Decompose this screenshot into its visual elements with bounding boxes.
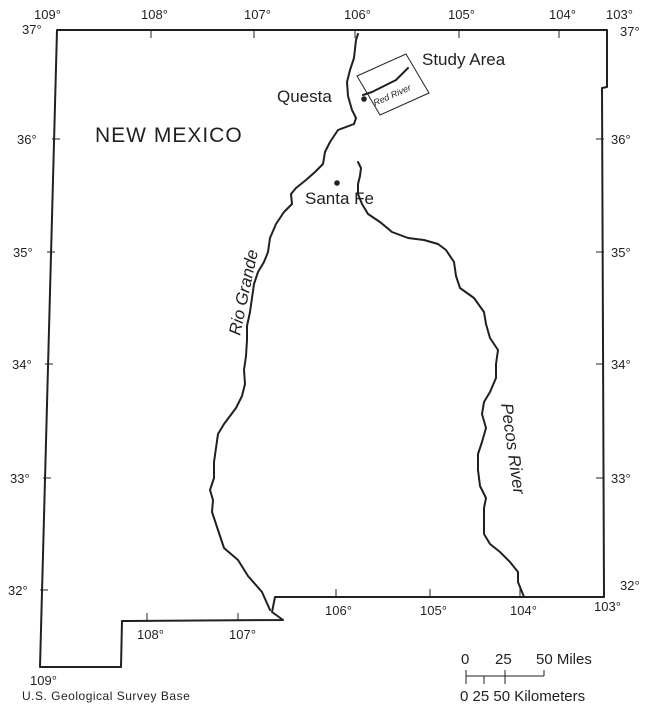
left-latitude-ticks (40, 138, 60, 591)
pecos-river-label: Pecos River (497, 402, 529, 497)
right-latitude-ticks (596, 138, 604, 479)
bottom-left-lon-label: 109° (30, 673, 57, 688)
left-lat-label: 35° (13, 245, 33, 260)
study-area-box (356, 53, 430, 116)
top-lon-label: 106° (344, 7, 371, 22)
top-lon-label: 104° (549, 7, 576, 22)
bottom-lon-label: 105° (420, 603, 447, 618)
right-lat-label: 35° (611, 245, 631, 260)
scale-km-label: 0 25 50 Kilometers (460, 688, 585, 705)
scale-miles-0: 0 (461, 651, 469, 668)
bottom-lon-label: 106° (325, 603, 352, 618)
left-lat-label: 32° (8, 583, 28, 598)
left-lat-label: 36° (17, 132, 37, 147)
santa-fe-label: Santa Fe (305, 189, 374, 208)
right-lat-label: 36° (611, 132, 631, 147)
bottom-lon-label: 107° (229, 627, 256, 642)
santa-fe-dot (334, 180, 340, 186)
questa-dot (361, 96, 367, 102)
bottom-lon-label: 108° (137, 627, 164, 642)
rio-grande-label: Rio Grande (225, 248, 262, 337)
scale-bar: 0 25 50 Miles 0 25 50 Kilometers (460, 651, 592, 705)
red-river-label: Red River (372, 82, 414, 108)
questa-label: Questa (277, 87, 332, 106)
bottom-right-lon-label: 103° (594, 599, 621, 614)
study-area-label: Study Area (422, 50, 506, 69)
top-lon-label: 107° (244, 7, 271, 22)
scale-miles-50: 50 Miles (536, 651, 592, 668)
state-label: NEW MEXICO (95, 124, 243, 147)
top-left-lat-label: 37° (22, 22, 42, 37)
red-river (362, 67, 409, 96)
right-lat-label: 34° (611, 357, 631, 372)
top-longitude-ticks (150, 30, 560, 38)
bottom-longitude-ticks (146, 589, 521, 621)
left-lat-label: 34° (12, 357, 32, 372)
pecos-river (357, 161, 525, 598)
bottom-lon-label: 104° (510, 603, 537, 618)
top-right-lat-label: 37° (620, 24, 640, 39)
top-lon-label: 105° (448, 7, 475, 22)
rio-grande-river (209, 33, 359, 611)
left-lat-label: 33° (10, 471, 30, 486)
bottom-right-lat-label: 32° (620, 578, 640, 593)
right-lat-label: 33° (611, 471, 631, 486)
state-boundary (39, 29, 608, 668)
top-lon-label: 108° (141, 7, 168, 22)
top-lon-label: 109° (34, 7, 61, 22)
top-lon-label: 103° (606, 7, 633, 22)
scale-miles-25: 25 (495, 651, 512, 668)
credit-text: U.S. Geological Survey Base (22, 689, 190, 703)
